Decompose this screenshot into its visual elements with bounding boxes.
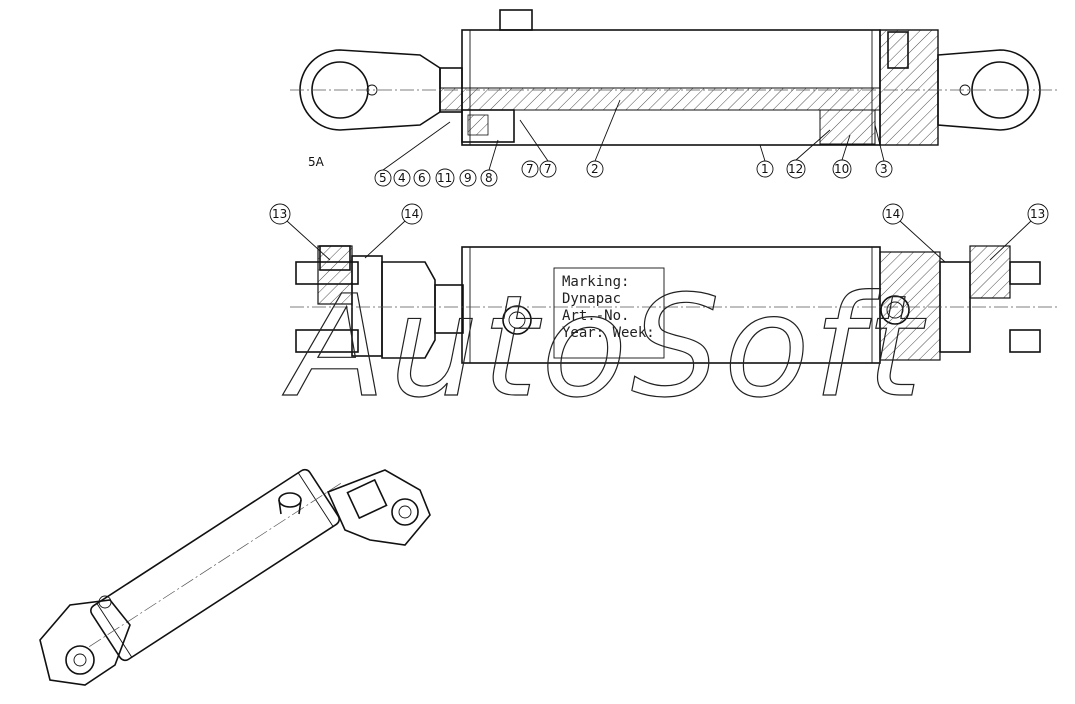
- balloons-section: 5 4 6 11 9 8 7 7 2 1 12 10 3: [374, 99, 893, 188]
- svg-text:7: 7: [544, 162, 552, 176]
- marking-line-4: Year: Week:: [562, 325, 655, 341]
- balloons-side: 13 14 14 13: [269, 203, 1049, 263]
- balloon-9: 9: [459, 169, 477, 187]
- isometric-view-cylinder: [39, 468, 431, 686]
- balloon-6: 6: [413, 169, 431, 187]
- balloon-2: 2: [586, 99, 621, 178]
- balloon-8: 8: [480, 139, 499, 187]
- balloon-13-right: 13: [989, 203, 1049, 261]
- svg-text:8: 8: [485, 171, 493, 185]
- svg-text:6: 6: [418, 171, 426, 185]
- balloon-1: 1: [756, 144, 774, 178]
- balloon-14-right: 14: [882, 203, 946, 263]
- balloon-3: 3: [874, 124, 893, 178]
- balloon-12: 12: [786, 129, 831, 179]
- balloon-13-left: 13: [269, 203, 331, 261]
- svg-text:2: 2: [591, 162, 599, 176]
- svg-text:9: 9: [464, 171, 472, 185]
- svg-text:13: 13: [272, 207, 287, 221]
- section-view-cylinder: [290, 9, 1060, 146]
- svg-text:14: 14: [404, 207, 419, 221]
- balloon-5: 5: [374, 121, 451, 187]
- svg-text:3: 3: [880, 162, 888, 176]
- marking-line-1: Marking:: [562, 274, 629, 290]
- balloon-7a: 7: [521, 160, 539, 178]
- svg-text:4: 4: [398, 171, 406, 185]
- svg-text:11: 11: [437, 171, 452, 185]
- svg-text:10: 10: [834, 162, 849, 176]
- svg-text:1: 1: [761, 162, 769, 176]
- balloon-11: 11: [435, 168, 455, 188]
- balloon-4: 4: [393, 169, 411, 187]
- marking-line-2: Dynapac: [562, 291, 621, 307]
- balloon-10: 10: [832, 134, 852, 179]
- balloon-14-left: 14: [364, 203, 423, 259]
- balloon-7b: 7: [519, 119, 557, 178]
- view-label: 5A: [308, 155, 325, 169]
- side-view-cylinder: [290, 245, 1060, 364]
- svg-text:7: 7: [526, 162, 534, 176]
- marking-box: Marking: Dynapac Art.-No. Year: Week:: [553, 267, 665, 359]
- svg-text:5: 5: [379, 171, 387, 185]
- watermark-text: AutoSoft: [282, 266, 927, 429]
- svg-text:12: 12: [788, 162, 803, 176]
- marking-line-3: Art.-No.: [562, 308, 629, 324]
- svg-text:13: 13: [1030, 207, 1045, 221]
- svg-text:14: 14: [885, 207, 900, 221]
